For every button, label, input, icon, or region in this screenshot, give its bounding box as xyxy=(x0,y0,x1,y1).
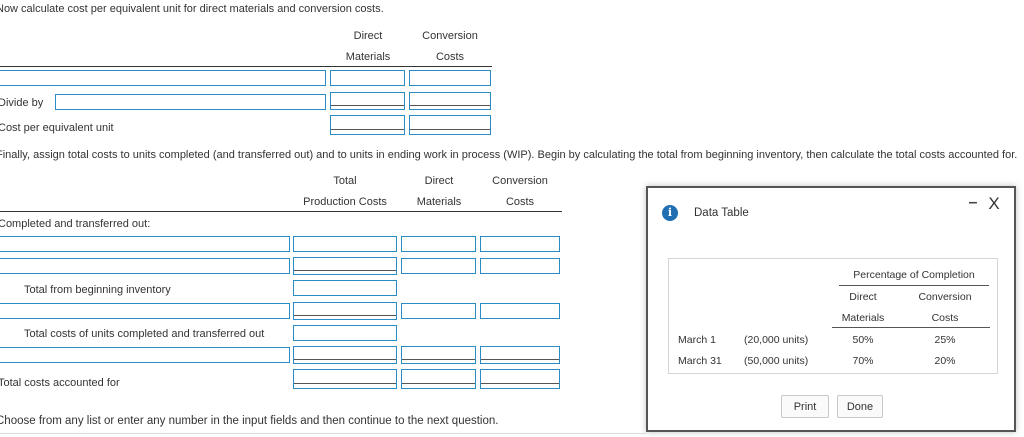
pct-completion-header: Percentage of Completion xyxy=(853,269,975,281)
header-rule xyxy=(0,66,492,67)
cc-header-conversion: Conversion xyxy=(918,291,972,303)
cc-equivalent-units-input[interactable] xyxy=(409,92,491,110)
col-header-materials: Materials xyxy=(345,51,391,63)
footer-hint: Choose from any list or enter any number… xyxy=(0,415,499,427)
instruction-text: Now calculate cost per equivalent unit f… xyxy=(0,3,384,15)
row-dm-pct: 50% xyxy=(852,334,874,346)
col-header-materials-2: Materials xyxy=(416,196,462,208)
row-units: (20,000 units) xyxy=(744,334,809,346)
row1-total-input[interactable] xyxy=(293,236,397,252)
total-beginning-input[interactable] xyxy=(293,280,397,296)
col-header-rule xyxy=(832,327,990,328)
ending-wip-cc-input[interactable] xyxy=(480,346,560,364)
divide-by-select[interactable] xyxy=(55,94,326,110)
dm-header-materials: Materials xyxy=(841,312,885,324)
col-header-conversion: Conversion xyxy=(422,30,478,42)
instruction-text-2: Finally, assign total costs to units com… xyxy=(0,149,1018,161)
completed-row1-select[interactable] xyxy=(0,236,290,252)
row2-cc-input[interactable] xyxy=(480,258,560,274)
dm-total-cost-input[interactable] xyxy=(330,70,405,86)
col-header-costs-2: Costs xyxy=(505,196,535,208)
row-date: March 31 xyxy=(678,355,722,367)
print-button[interactable]: Print xyxy=(781,395,829,418)
cc-cost-per-unit-input[interactable] xyxy=(409,115,491,135)
total-accounted-input[interactable] xyxy=(293,369,397,389)
dm-header-direct: Direct xyxy=(849,291,877,303)
info-icon: i xyxy=(662,205,678,221)
col-header-direct: Direct xyxy=(353,30,383,42)
data-table: Percentage of Completion Direct Material… xyxy=(668,258,998,374)
total-accounted-label: Total costs accounted for xyxy=(0,377,120,389)
cost-label-select[interactable] xyxy=(0,70,326,86)
col-header-conversion-2: Conversion xyxy=(492,175,548,187)
cost-per-unit-label: Cost per equivalent unit xyxy=(0,122,114,134)
ending-wip-dm-input[interactable] xyxy=(401,346,476,364)
row-date: March 1 xyxy=(678,334,716,346)
data-table-dialog: i Data Table – X Percentage of Completio… xyxy=(646,186,1016,432)
done-button[interactable]: Done xyxy=(837,395,883,418)
row2-dm-input[interactable] xyxy=(401,258,476,274)
ending-wip-select[interactable] xyxy=(0,347,290,363)
row3-cc-input[interactable] xyxy=(480,303,560,319)
total-completed-input[interactable] xyxy=(293,325,397,341)
col-header-production-costs: Production Costs xyxy=(303,196,387,208)
cc-total-cost-input[interactable] xyxy=(409,70,491,86)
divide-by-label: Divide by xyxy=(0,97,44,109)
col-header-costs: Costs xyxy=(435,51,465,63)
row1-cc-input[interactable] xyxy=(480,236,560,252)
row3-total-input[interactable] xyxy=(293,302,397,320)
dm-cost-per-unit-input[interactable] xyxy=(330,115,405,135)
row-dm-pct: 70% xyxy=(852,355,874,367)
dialog-title: Data Table xyxy=(694,207,749,219)
pct-header-rule xyxy=(839,285,989,286)
header-rule-2 xyxy=(0,211,562,212)
col-header-total: Total xyxy=(333,175,357,187)
total-completed-label: Total costs of units completed and trans… xyxy=(24,328,265,340)
row-cc-pct: 25% xyxy=(934,334,956,346)
total-beginning-label: Total from beginning inventory xyxy=(24,284,171,296)
row1-dm-input[interactable] xyxy=(401,236,476,252)
dm-equivalent-units-input[interactable] xyxy=(330,92,405,110)
completed-row3-select[interactable] xyxy=(0,303,290,319)
minimize-icon[interactable]: – xyxy=(968,194,978,211)
completed-label: Completed and transferred out: xyxy=(0,218,151,230)
footer-divider xyxy=(0,433,646,434)
row3-dm-input[interactable] xyxy=(401,303,476,319)
total-accounted-cc-input[interactable] xyxy=(480,369,560,389)
close-icon[interactable]: X xyxy=(988,194,1000,213)
col-header-direct-2: Direct xyxy=(424,175,454,187)
row-units: (50,000 units) xyxy=(744,355,809,367)
row2-total-input[interactable] xyxy=(293,257,397,275)
cc-header-costs: Costs xyxy=(931,312,959,324)
completed-row2-select[interactable] xyxy=(0,258,290,274)
ending-wip-total-input[interactable] xyxy=(293,346,397,364)
row-cc-pct: 20% xyxy=(934,355,956,367)
total-accounted-dm-input[interactable] xyxy=(401,369,476,389)
